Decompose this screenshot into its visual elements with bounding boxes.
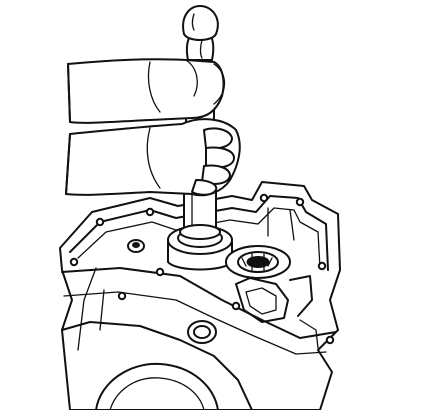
bolt-hole xyxy=(69,257,79,267)
sleeve-lower xyxy=(65,133,71,195)
left-rib xyxy=(77,267,97,351)
finger xyxy=(191,179,218,196)
bolt-hole xyxy=(155,267,165,277)
deck-edge-lower xyxy=(63,291,327,355)
top-rib xyxy=(267,207,295,241)
hands xyxy=(65,58,241,197)
bolt-hole xyxy=(295,197,305,207)
right-pocket-inner xyxy=(245,287,277,315)
upper-hand-thumb xyxy=(213,63,226,105)
lower-hand-fingers xyxy=(191,127,235,196)
dowel-hole xyxy=(132,242,140,248)
sleeve-upper xyxy=(67,63,71,123)
bearing-rollers xyxy=(241,253,273,271)
lower-bore-inner xyxy=(109,377,205,410)
sleeves xyxy=(65,63,71,195)
driver-collar xyxy=(179,224,221,240)
deck-edge xyxy=(61,267,337,339)
mallet-head-upper xyxy=(182,5,219,41)
right-rib-2 xyxy=(299,319,319,349)
finger xyxy=(203,127,233,150)
bolt-holes xyxy=(69,193,335,345)
bolt-hole xyxy=(95,217,105,227)
bolt-hole xyxy=(259,193,269,203)
bolt-hole xyxy=(325,335,335,345)
bearing-inner-race xyxy=(237,251,279,273)
gasket-rail-inner xyxy=(77,207,321,269)
gasket-rail xyxy=(69,195,329,271)
bolt-hole xyxy=(231,301,241,311)
upper-hand xyxy=(67,58,225,124)
bearing-center xyxy=(246,256,270,268)
right-pocket xyxy=(235,277,289,323)
upper-hand-knuckles xyxy=(147,59,198,113)
lower-hand xyxy=(65,118,241,197)
bolt-hole xyxy=(117,291,127,301)
bolt-hole xyxy=(317,261,327,271)
left-rib-2 xyxy=(99,289,105,331)
lower-bore xyxy=(95,362,219,410)
mallet-shine xyxy=(191,13,203,59)
bolt-hole xyxy=(145,207,155,217)
lower-hand-crease xyxy=(146,127,161,189)
left-face xyxy=(61,321,253,410)
right-rib xyxy=(289,275,313,317)
side-port xyxy=(187,320,217,344)
side-port-inner xyxy=(193,325,211,339)
